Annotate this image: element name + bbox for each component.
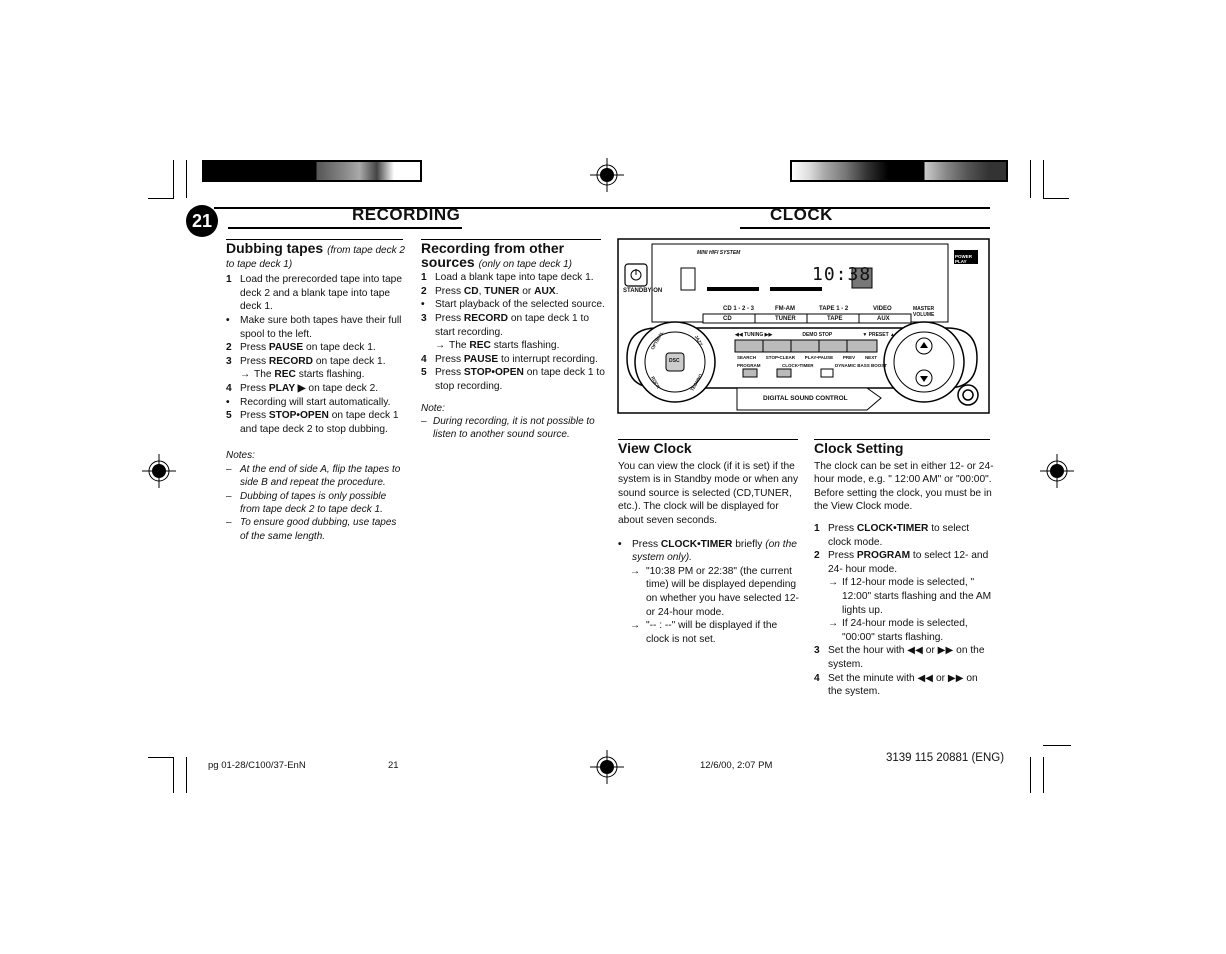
column-rule bbox=[814, 439, 990, 440]
crop-mark bbox=[173, 757, 174, 793]
recording-other-title2: sources (only on tape deck 1) bbox=[421, 253, 572, 270]
crop-mark bbox=[1043, 198, 1069, 199]
crop-mark bbox=[186, 757, 187, 793]
source-button-tape: TAPE bbox=[827, 316, 843, 322]
master-volume-label: MASTER VOLUME bbox=[913, 306, 935, 318]
recording-other-title: Recording from other bbox=[421, 240, 565, 256]
crop-mark bbox=[148, 198, 174, 199]
header-underline-right bbox=[740, 227, 990, 229]
system-label: MINI HIFI SYSTEM bbox=[697, 250, 741, 256]
clock-setting-title: Clock Setting bbox=[814, 440, 904, 456]
crop-mark bbox=[1043, 757, 1044, 793]
recording-note: –During recording, it is not possible to… bbox=[421, 415, 595, 441]
source-button-aux: AUX bbox=[877, 316, 890, 322]
note-item: –Dubbing of tapes is only possible from … bbox=[226, 490, 387, 515]
crop-mark bbox=[1043, 745, 1071, 746]
view-clock-section: View Clock You can view the clock (if it… bbox=[618, 440, 800, 646]
device-illustration: MINI HIFI SYSTEM STANDBY-ON 10:38 CD 1 -… bbox=[617, 238, 990, 414]
standby-label: STANDBY-ON bbox=[623, 288, 663, 294]
footer-page: 21 bbox=[388, 760, 399, 771]
crop-mark bbox=[1030, 160, 1031, 198]
crop-mark bbox=[173, 160, 174, 198]
step-item: •Make sure both tapes have their full sp… bbox=[226, 314, 402, 340]
step-item: →If 24-hour mode is selected, "00:00" st… bbox=[828, 618, 968, 643]
crop-mark bbox=[148, 757, 174, 758]
registration-target-icon bbox=[590, 750, 624, 784]
header-underline-left bbox=[228, 227, 462, 229]
column-rule bbox=[226, 239, 403, 240]
source-label-tuner: FM-AM bbox=[775, 306, 795, 312]
source-label-tape: TAPE 1 - 2 bbox=[819, 306, 849, 312]
clock-setting-body: The clock can be set in either 12- or 24… bbox=[814, 460, 994, 513]
registration-target-icon bbox=[142, 454, 176, 488]
power-play-label: POWER PLAY bbox=[955, 254, 973, 264]
recording-note-label: Note: bbox=[421, 402, 445, 414]
note-item: –At the end of side A, flip the tapes to… bbox=[226, 463, 401, 489]
dubbing-title: Dubbing tapes (from tape deck 2 bbox=[226, 240, 405, 256]
source-button-cd: CD bbox=[723, 316, 732, 322]
crop-mark bbox=[1030, 757, 1031, 793]
view-clock-arrow2: →"-- : --" will be displayed if the cloc… bbox=[630, 620, 778, 645]
view-clock-body: You can view the clock (if it is set) if… bbox=[618, 460, 799, 526]
step-item: →If 12-hour mode is selected, " 12:00" s… bbox=[828, 577, 992, 616]
step-item: →The REC starts flashing. bbox=[240, 369, 365, 381]
step-item: →The REC starts flashing. bbox=[435, 340, 560, 352]
device-front-panel bbox=[617, 238, 990, 414]
footer-code: pg 01-28/C100/37-EnN bbox=[208, 760, 306, 771]
page-number-badge: 21 bbox=[186, 205, 218, 237]
view-clock-arrow1: →"10:38 PM or 22:38" (the current time) … bbox=[630, 565, 799, 618]
crop-mark bbox=[1043, 160, 1044, 198]
knob-center-label: DSC bbox=[669, 358, 680, 364]
note-item: –To ensure good dubbing, use tapes of th… bbox=[226, 517, 397, 542]
registration-target-icon bbox=[1040, 454, 1074, 488]
source-button-tuner: TUNER bbox=[775, 316, 796, 322]
source-label-cd: CD 1 - 2 - 3 bbox=[723, 306, 755, 312]
section-title-clock: CLOCK bbox=[770, 205, 833, 224]
header-rule bbox=[214, 207, 990, 209]
tuning-row: ◀◀ TUNING ▶▶DEMO STOP▼ PRESET ▲ bbox=[735, 332, 895, 338]
registration-target-icon bbox=[590, 158, 624, 192]
footer-part-number: 3139 115 20881 (ENG) bbox=[886, 752, 1005, 764]
dsc-label: DIGITAL SOUND CONTROL bbox=[763, 395, 848, 402]
step-item: •Start playback of the selected source. bbox=[421, 299, 605, 311]
color-bar-left bbox=[202, 160, 422, 182]
recording-other-section: Recording from other sources (only on ta… bbox=[421, 240, 605, 442]
footer-date: 12/6/00, 2:07 PM bbox=[700, 760, 773, 771]
source-label-video: VIDEO bbox=[873, 306, 892, 312]
lcd-time: 10:38 bbox=[812, 264, 872, 285]
crop-mark bbox=[186, 160, 187, 198]
clock-setting-section: Clock Setting The clock can be set in ei… bbox=[814, 440, 994, 699]
color-bar-right bbox=[790, 160, 1008, 182]
column-rule bbox=[421, 239, 601, 240]
view-clock-title: View Clock bbox=[618, 440, 692, 456]
step-item: •Recording will start automatically. bbox=[226, 396, 391, 408]
dubbing-notes-label: Notes: bbox=[226, 450, 255, 462]
column-rule bbox=[618, 439, 798, 440]
dubbing-section: Dubbing tapes (from tape deck 2 to tape … bbox=[226, 240, 406, 543]
dubbing-subtitle: to tape deck 1) bbox=[226, 258, 293, 270]
section-title-recording: RECORDING bbox=[352, 205, 461, 224]
dubbing-notes: –At the end of side A, flip the tapes to… bbox=[226, 463, 406, 543]
view-clock-bullet: •Press CLOCK•TIMER briefly (on the syste… bbox=[618, 538, 797, 564]
